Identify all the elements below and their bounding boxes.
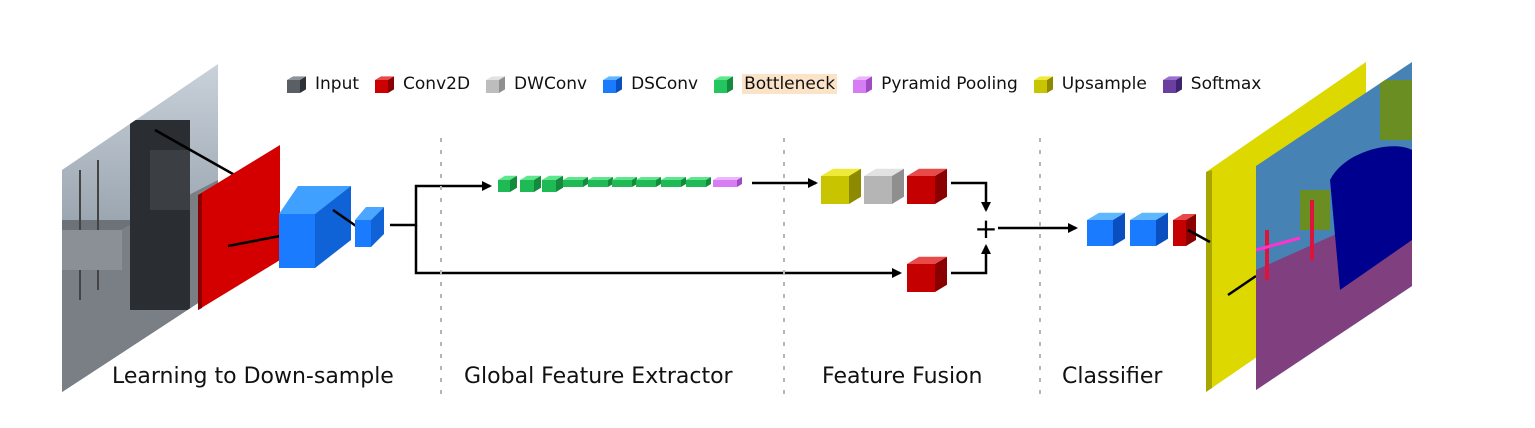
- fusion-blocks: [821, 168, 947, 292]
- bottleneck-block: [686, 177, 711, 187]
- legend-item: Softmax: [1161, 72, 1262, 96]
- softmax-swatch-icon-shape: [1162, 76, 1182, 93]
- dsconv-block-1: [279, 186, 357, 268]
- upsample-block: [821, 168, 861, 204]
- legend-label: Softmax: [1190, 74, 1262, 94]
- bottleneck-block: [661, 177, 686, 187]
- bottleneck-block: [520, 175, 541, 192]
- dsconv-cube-icon-shape: [603, 76, 623, 93]
- legend-item: Conv2D: [373, 72, 470, 96]
- legend-item: Pyramid Pooling: [851, 72, 1018, 96]
- legend-item: DSConv: [601, 72, 698, 96]
- legend-label: Bottleneck: [742, 74, 838, 94]
- dsconv-block-2: [355, 207, 384, 247]
- conv2d-block-4: [1173, 214, 1196, 246]
- softmax-swatch-icon: [1162, 76, 1182, 93]
- bottleneck-block: [612, 177, 637, 187]
- bottleneck-cube-icon-shape: [714, 76, 734, 93]
- legend-label: Upsample: [1061, 74, 1147, 94]
- input-swatch-icon-shape: [287, 76, 306, 93]
- conv2d-cube-icon-shape: [375, 76, 395, 93]
- bottleneck-block: [636, 177, 661, 187]
- bottleneck-cube-icon: [714, 76, 734, 93]
- legend-item: DWConv: [484, 72, 587, 96]
- dsconv-cube-icon: [603, 76, 623, 93]
- legend-item: Bottleneck: [712, 72, 838, 96]
- upsample-cube-icon: [1033, 76, 1053, 93]
- dsconv-block-4: [1130, 212, 1168, 246]
- stage-label-classifier: Classifier: [1062, 364, 1163, 389]
- bottleneck-block: [588, 177, 613, 187]
- legend: Input Conv2D DWConv DSConv Bottleneck Pyramid…: [285, 68, 1275, 100]
- connections: [390, 178, 1078, 278]
- dwconv-cube-icon: [486, 76, 506, 93]
- classifier-blocks: [1087, 212, 1196, 246]
- legend-item: Upsample: [1032, 72, 1147, 96]
- stage-label-feature-fusion: Feature Fusion: [822, 364, 983, 389]
- conv2d-block-3: [907, 256, 947, 292]
- legend-label: Input: [315, 74, 360, 94]
- pyramid-pooling-cube-icon-shape: [853, 76, 873, 93]
- segmentation-output: [1256, 62, 1412, 390]
- stage-label-global-feature: Global Feature Extractor: [464, 364, 733, 389]
- bottleneck-block: [542, 175, 563, 192]
- bottleneck-block: [563, 177, 588, 187]
- stage-label-downsample: Learning to Down-sample: [112, 364, 394, 389]
- pyramid-pooling-block: [713, 177, 742, 187]
- conv2d-block-2: [907, 168, 947, 204]
- pyramid-pooling-cube-icon: [853, 76, 873, 93]
- legend-label: Conv2D: [403, 74, 471, 94]
- input-swatch-icon: [287, 76, 306, 93]
- legend-label: DSConv: [631, 74, 699, 94]
- upsample-cube-icon-shape: [1033, 76, 1053, 93]
- legend-item: Input: [285, 72, 359, 96]
- fusion-plus-symbol: +: [974, 212, 997, 245]
- conv2d-block-1: [198, 145, 281, 310]
- legend-label: DWConv: [514, 74, 588, 94]
- bottleneck-chain: [498, 175, 742, 192]
- dwconv-block: [864, 168, 904, 204]
- legend-label: Pyramid Pooling: [881, 74, 1018, 94]
- dwconv-cube-icon-shape: [486, 76, 506, 93]
- conv2d-cube-icon: [375, 76, 395, 93]
- bottleneck-block: [498, 175, 517, 192]
- dsconv-block-3: [1087, 212, 1125, 246]
